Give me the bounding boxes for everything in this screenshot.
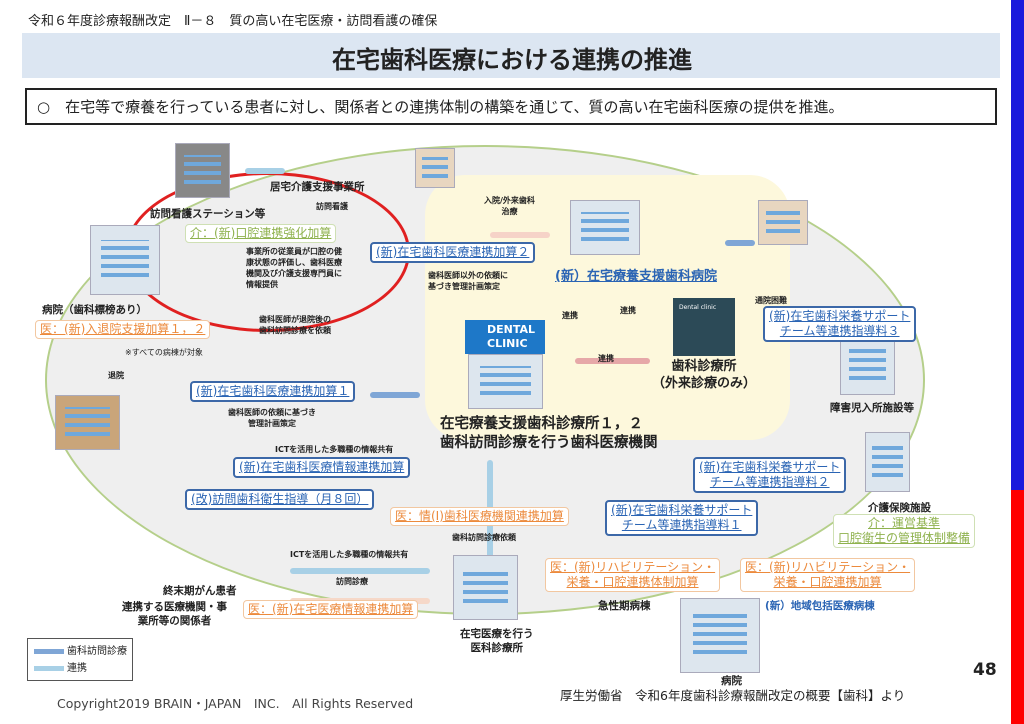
dental-hospital-building-icon — [570, 200, 640, 255]
note-discharge: 歯科医師が退院後の歯科訪問診療を依頼 — [259, 315, 331, 335]
label-home-clinic: 在宅医療を行う医科診療所 — [460, 628, 534, 654]
label-taiin: 退院 — [108, 371, 124, 380]
title-bar — [22, 33, 1000, 78]
home-icon — [758, 200, 808, 245]
nursing-station-building-icon — [175, 143, 230, 198]
box-eiyo1: (新)在宅歯科栄養サポートチーム等連携指導料１ — [605, 500, 759, 536]
label-terminal: 終末期がん患者 — [163, 585, 237, 597]
box-reha1: 医：(新)リハビリテーション・栄養・口腔連携体制加算 — [545, 558, 721, 592]
label-houmon-kango: 訪問看護 — [316, 202, 348, 211]
box-eiyo2: (新)在宅歯科栄養サポートチーム等連携指導料２ — [693, 457, 847, 493]
support-hospital-label: (新）在宅療養支援歯科病院 — [555, 269, 717, 284]
box-joho: (新)在宅歯科医療情報連携加算 — [233, 457, 411, 478]
box-renkei1: (新)在宅歯科医療連携加算１ — [190, 381, 356, 402]
note-dentist-request: 歯科医師の依頼に基づき管理計画策定 — [228, 408, 316, 428]
box-renkei2: (新)在宅歯科医療連携加算２ — [370, 242, 536, 263]
arrow — [490, 232, 550, 238]
label-community-ward: (新）地域包括医療病棟 — [765, 600, 875, 612]
arrow — [370, 392, 420, 398]
edge-bar-blue — [1011, 0, 1024, 490]
label-kaigo: 介護保険施設 — [868, 502, 931, 514]
label-ict: ICTを活用した多職種の情報共有 — [275, 445, 394, 454]
label-related: 連携する医療機関・事業所等の関係者 — [122, 601, 227, 627]
note-all-wards: ※すべての病棟が対象 — [125, 348, 203, 357]
edge-bar-red — [1011, 490, 1024, 724]
care-facility-icon — [865, 432, 910, 492]
label-houmon-shinryo: 訪問診療 — [336, 577, 368, 586]
box-kikan-renkei: 医：情(I)歯科医療機関連携加算 — [390, 507, 569, 526]
slide-subtitle: 令和６年度診療報酬改定 Ⅱ－８ 質の高い在宅医療・訪問看護の確保 — [28, 14, 438, 29]
arrow — [245, 168, 285, 174]
hospital-building-icon — [90, 225, 160, 295]
box-koku-kyoka: 介：(新)口腔連携強化加算 — [185, 224, 337, 243]
summary-box: ○ 在宅等で療養を行っている患者に対し、関係者との連携体制の構築を通じて、質の高… — [25, 88, 997, 125]
label-renkei: 連携 — [598, 354, 614, 363]
hospital-building-icon — [680, 598, 760, 673]
label-shogaiji: 障害児入所施設等 — [830, 402, 914, 414]
note-non-dentist: 歯科医師以外の依頼に基づき管理計画策定 — [428, 271, 508, 291]
label-kyotaku: 居宅介護支援事業所 — [270, 181, 365, 193]
label-hospital2: 病院 — [721, 675, 742, 687]
copyright: Copyright2019 BRAIN・JAPAN INC. All Right… — [57, 696, 414, 711]
label-tsuin-konnan: 通院困難 — [755, 296, 787, 305]
label-station: 訪問看護ステーション等 — [150, 208, 266, 220]
box-zaitaku-joho: 医：(新)在宅医療情報連携加算 — [243, 600, 419, 619]
box-reha2: 医：(新)リハビリテーション・栄養・口腔連携加算 — [740, 558, 916, 592]
box-eiyo3: (新)在宅歯科栄養サポートチーム等連携指導料３ — [763, 306, 917, 342]
box-eisei: (改)訪問歯科衛生指導（月８回） — [185, 489, 375, 510]
arrow — [575, 358, 650, 364]
dental-clinic-building-icon: Dental clinic — [673, 298, 735, 356]
box-unei: 介：運営基準口腔衛生の管理体制整備 — [833, 514, 976, 548]
label-visit-request: 歯科訪問診療依頼 — [452, 533, 516, 542]
box-nyutaiin: 医：(新)入退院支援加算１，２ — [35, 320, 211, 339]
home-icon — [415, 148, 455, 188]
label-ict: ICTを活用した多職種の情報共有 — [290, 550, 409, 559]
clinic-building-icon — [468, 354, 543, 409]
source-note: 厚生労働省 令和6年度歯科診療報酬改定の概要【歯科】より — [560, 688, 906, 703]
label-renkei: 連携 — [562, 311, 578, 320]
label-renkei: 連携 — [620, 306, 636, 315]
legend: 歯科訪問診療 連携 — [27, 638, 133, 681]
page-number: 48 — [973, 660, 997, 680]
label-admission: 入院/外来歯科治療 — [484, 196, 535, 216]
label-clinic-only: 歯科診療所（外来診療のみ） — [652, 359, 757, 391]
label-hospital: 病院（歯科標榜あり） — [42, 304, 147, 316]
arrow — [725, 240, 755, 246]
link-arrow-icon — [34, 665, 64, 671]
page-title: 在宅歯科医療における連携の推進 — [332, 46, 692, 74]
arrow — [290, 568, 430, 574]
note-jigyosho: 事業所の従業員が口腔の健康状態の評価し、歯科医療機関及び介護支援専門員に情報提供 — [246, 247, 342, 289]
label-acute: 急性期病棟 — [598, 600, 651, 612]
visit-arrow-icon — [34, 648, 64, 654]
home-clinic-building-icon — [453, 555, 518, 620]
children-facility-icon — [840, 335, 895, 395]
home-icon — [55, 395, 120, 450]
